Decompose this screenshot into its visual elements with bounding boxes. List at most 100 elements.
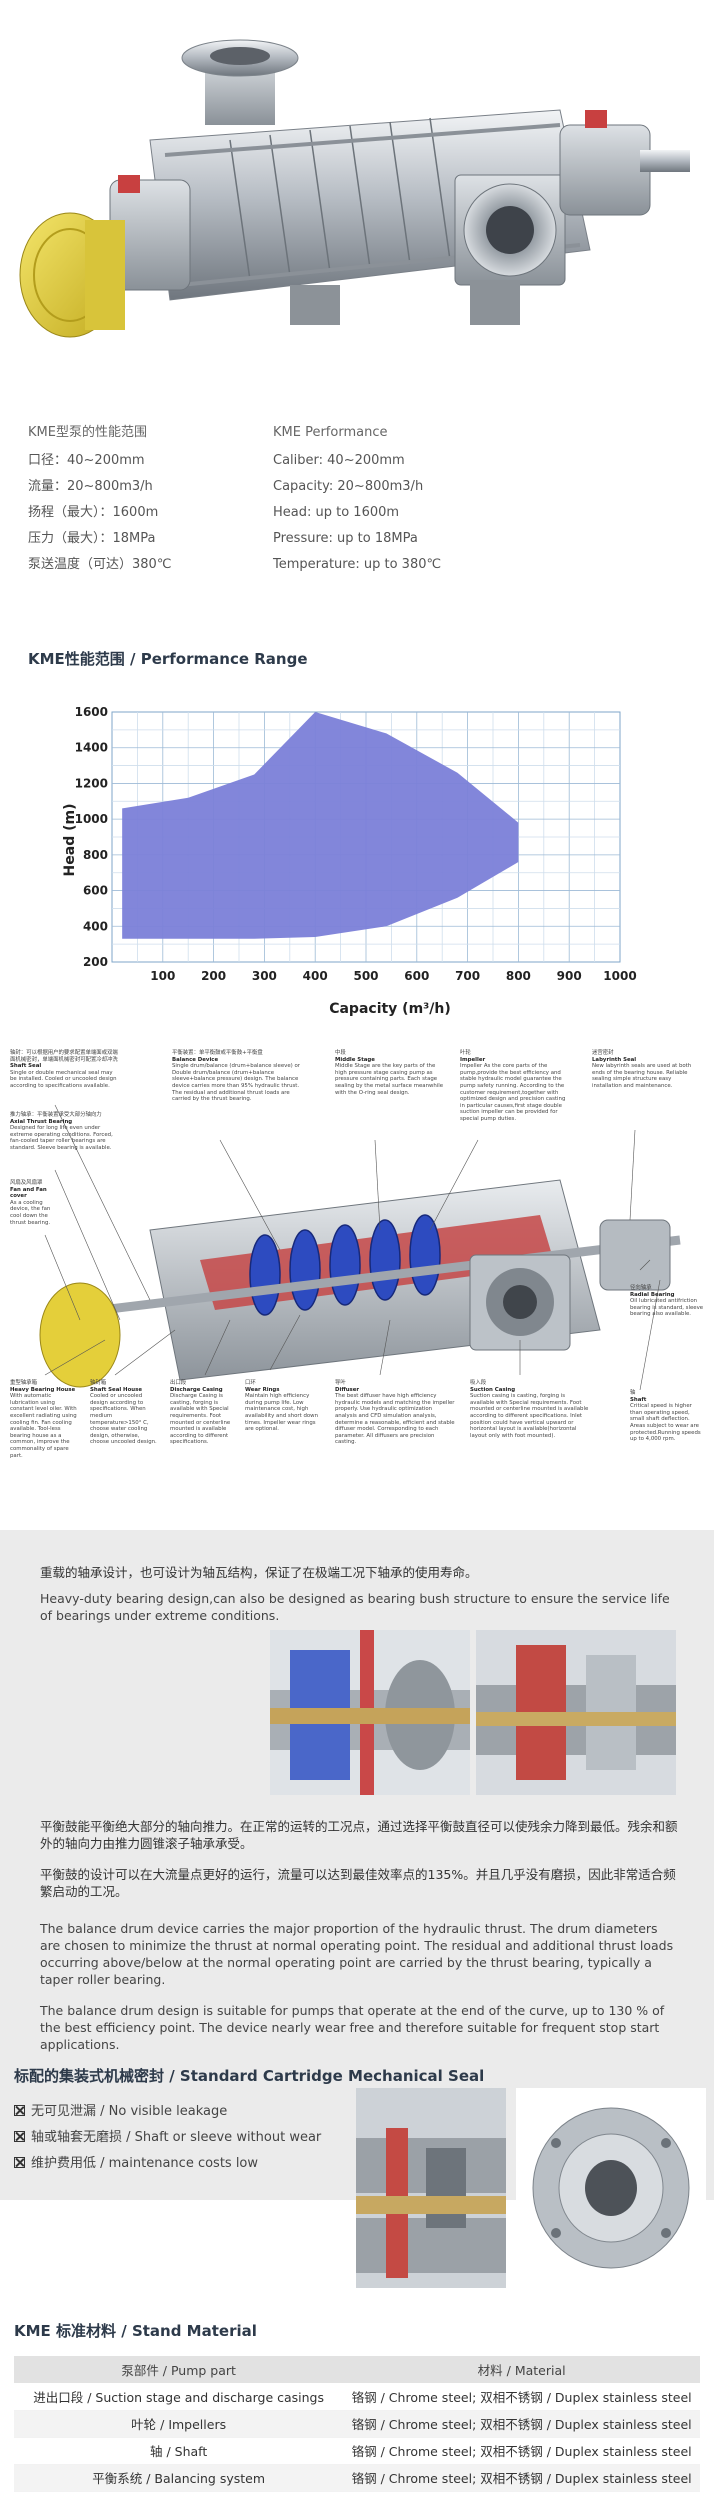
- hero-pump-illustration: [0, 0, 714, 410]
- spec-en-capacity: Capacity: 20~800m3/h: [273, 479, 424, 494]
- note-bearing-house-en: With automatic lubrication using constan…: [10, 1393, 77, 1459]
- note-seal-house-title: Shaft Seal House: [90, 1386, 142, 1393]
- note-suction-casing-cn: 吸入段: [470, 1380, 487, 1386]
- note-impeller: 叶轮 Impeller Impeller As the core parts o…: [460, 1050, 570, 1123]
- note-seal-house-en: Cooled or uncooled design according to s…: [90, 1393, 157, 1446]
- note-fan-cn: 风扇及风扇罩: [10, 1180, 43, 1186]
- note-wear-rings-en: Maintain high efficiency during pump lif…: [245, 1393, 318, 1433]
- cell-material: 铬钢 / Chrome steel; 双相不锈钢 / Duplex stainl…: [343, 2464, 700, 2492]
- note-balance-device-title: Balance Device: [172, 1056, 219, 1063]
- note-bearing-house-cn: 重型轴承箱: [10, 1380, 37, 1386]
- specs-english: KME Performance Caliber: 40~200mm Capaci…: [273, 420, 441, 578]
- note-thrust-bearing-title: Axial Thrust Bearing: [10, 1118, 73, 1125]
- bearing-photo-left: [270, 1630, 470, 1795]
- bearing-text-en: Heavy-duty bearing design,can also be de…: [40, 1591, 670, 1623]
- note-shaft-seal-title: Shaft Seal: [10, 1063, 42, 1070]
- specs-cn-heading: KME型泵的性能范围: [28, 425, 147, 440]
- note-suction-casing: 吸入段 Suction Casing Suction casing is cas…: [470, 1380, 590, 1439]
- note-diffuser-en: The best diffuser have high efficiency h…: [335, 1393, 455, 1446]
- y-axis-label: Head (m): [62, 804, 78, 877]
- table-row: 进出口段 / Suction stage and discharge casin…: [14, 2383, 700, 2411]
- y-tick-label: 800: [83, 848, 108, 862]
- x-tick-label: 600: [404, 969, 429, 983]
- note-discharge-casing-en: Discharge Casing is casting, forging is …: [170, 1393, 231, 1446]
- note-shaft-en: Critical speed is higher than operating …: [630, 1403, 701, 1443]
- note-shaft-seal: 轴封：可以根据用户的要求配置单端面或双端面机械密封，单端面机械密封可配置冷却冲洗…: [10, 1050, 120, 1090]
- note-wear-rings-cn: 口环: [245, 1380, 256, 1386]
- balance-text-cn: 平衡鼓能平衡绝大部分的轴向推力。在正常的运转的工况点，通过选择平衡鼓直径可以使残…: [40, 1819, 678, 1851]
- seal-title: 标配的集装式机械密封 / Standard Cartridge Mechanic…: [14, 2067, 485, 2085]
- cell-part: 叶轮 / Impellers: [14, 2410, 344, 2438]
- checkbox-x-icon: [14, 2157, 25, 2168]
- header-material: 材料 / Material: [343, 2356, 700, 2383]
- spec-cn-pressure: 压力（最大）：18MPa: [28, 531, 156, 546]
- specs-en-heading: KME Performance: [273, 425, 388, 440]
- table-row: 轴 / Shaft 铬钢 / Chrome steel; 双相不锈钢 / Dup…: [14, 2437, 700, 2465]
- note-radial-bearing: 径向轴承 Radial Bearing Oil lubricated antif…: [630, 1285, 705, 1318]
- material-title: KME 标准材料 / Stand Material: [14, 2322, 257, 2340]
- seal-feature-label: 无可见泄漏 / No visible leakage: [31, 2104, 228, 2119]
- x-tick-label: 100: [150, 969, 175, 983]
- note-fan-title: Fan and Fan cover: [10, 1186, 47, 1200]
- note-diffuser-cn: 导叶: [335, 1380, 346, 1386]
- x-tick-label: 1000: [603, 969, 636, 983]
- spec-en-temperature: Temperature: up to 380℃: [273, 557, 442, 572]
- note-shaft-title: Shaft: [630, 1396, 647, 1403]
- cell-material: 铬钢 / Chrome steel; 双相不锈钢 / Duplex stainl…: [343, 2437, 700, 2465]
- x-axis-label: Capacity (m³/h): [329, 1001, 451, 1017]
- cell-part: 进出口段 / Suction stage and discharge casin…: [14, 2383, 344, 2411]
- note-balance-device-cn: 平衡装置：单平衡鼓或平衡鼓+平衡盘: [172, 1050, 263, 1056]
- specs-chinese: KME型泵的性能范围 口径：40~200mm 流量：20~800m3/h 扬程（…: [28, 420, 171, 578]
- note-wear-rings: 口环 Wear Rings Maintain high efficiency d…: [245, 1380, 325, 1433]
- note-balance-device-en: Single drum/balance (drum+balance sleeve…: [172, 1063, 300, 1103]
- note-labyrinth-seal: 迷宫密封 Labyrinth Seal New labyrinth seals …: [592, 1050, 702, 1090]
- spec-cn-caliber: 口径：40~200mm: [28, 453, 145, 468]
- note-middle-stage-cn: 中段: [335, 1050, 346, 1056]
- note-impeller-cn: 叶轮: [460, 1050, 471, 1056]
- spec-en-head: Head: up to 1600m: [273, 505, 400, 520]
- note-discharge-casing-cn: 出口段: [170, 1380, 187, 1386]
- balance-text-en-1: The balance drum device carries the majo…: [40, 1921, 674, 1987]
- cell-part: 平衡系统 / Balancing system: [14, 2464, 344, 2492]
- note-labyrinth-seal-en: New labyrinth seals are used at both end…: [592, 1063, 692, 1089]
- note-impeller-title: Impeller: [460, 1056, 486, 1063]
- note-fan: 风扇及风扇罩 Fan and Fan cover As a cooling de…: [10, 1180, 60, 1226]
- note-shaft-seal-en: Single or double mechanical seal may be …: [10, 1069, 117, 1089]
- x-tick-label: 500: [353, 969, 378, 983]
- note-discharge-casing-title: Discharge Casing: [170, 1386, 223, 1393]
- seal-feature-item: 轴或轴套无磨损 / Shaft or sleeve without wear: [14, 2125, 334, 2151]
- table-header-row: 泵部件 / Pump part 材料 / Material: [14, 2356, 700, 2383]
- note-thrust-bearing-en: Designed for long life even under extrem…: [10, 1125, 113, 1151]
- note-middle-stage-title: Middle Stage: [335, 1056, 375, 1063]
- cell-part: 轴 / Shaft: [14, 2437, 344, 2465]
- x-tick-label: 700: [455, 969, 480, 983]
- note-thrust-bearing-cn: 推力轴承：平衡装置承受大部分轴向力: [10, 1112, 102, 1118]
- spec-cn-head: 扬程（最大）：1600m: [28, 505, 159, 520]
- note-impeller-en: Impeller As the core parts of the pump,p…: [460, 1063, 566, 1122]
- note-suction-casing-en: Suction casing is casting, forging is av…: [470, 1393, 589, 1439]
- note-middle-stage-en: Middle Stage are the key parts of the hi…: [335, 1063, 444, 1096]
- note-labyrinth-seal-title: Labyrinth Seal: [592, 1056, 637, 1063]
- y-tick-label: 600: [83, 884, 108, 898]
- pump-render: [19, 39, 690, 338]
- seal-feature-item: 维护费用低 / maintenance costs low: [14, 2151, 334, 2177]
- note-diffuser-title: Diffuser: [335, 1386, 360, 1393]
- note-thrust-bearing: 推力轴承：平衡装置承受大部分轴向力 Axial Thrust Bearing D…: [10, 1112, 120, 1152]
- seal-photo-cartridge: [516, 2088, 706, 2288]
- note-radial-bearing-title: Radial Bearing: [630, 1291, 675, 1298]
- seal-photo-section: [356, 2088, 506, 2288]
- note-middle-stage: 中段 Middle Stage Middle Stage are the key…: [335, 1050, 445, 1096]
- note-diffuser: 导叶 Diffuser The best diffuser have high …: [335, 1380, 455, 1446]
- performance-area: [122, 712, 519, 939]
- note-shaft-cn: 轴: [630, 1390, 636, 1396]
- performance-specs: KME型泵的性能范围 口径：40~200mm 流量：20~800m3/h 扬程（…: [28, 420, 688, 590]
- note-suction-casing-title: Suction Casing: [470, 1386, 516, 1393]
- note-discharge-casing: 出口段 Discharge Casing Discharge Casing is…: [170, 1380, 240, 1446]
- note-labyrinth-seal-cn: 迷宫密封: [592, 1050, 614, 1056]
- note-seal-house: 轴封箱 Shaft Seal House Cooled or uncooled …: [90, 1380, 160, 1446]
- note-bearing-house-title: Heavy Bearing House: [10, 1386, 76, 1393]
- y-tick-label: 1600: [75, 705, 108, 719]
